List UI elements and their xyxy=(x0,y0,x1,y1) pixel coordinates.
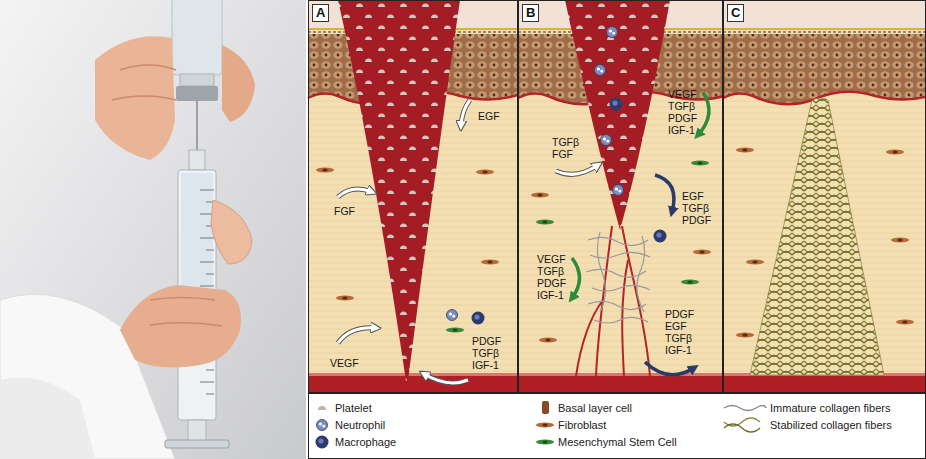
legend-text: Macrophage xyxy=(335,435,396,449)
growth-factor-label: TGFβ FGF xyxy=(552,136,586,160)
fresh-wound-panel-a xyxy=(316,0,499,388)
legend-box xyxy=(309,394,926,459)
growth-factor-label: FGF xyxy=(334,205,355,217)
growth-factor-label: EGF xyxy=(478,110,500,122)
panel-frame: C xyxy=(723,0,926,393)
growth-factor-label: EGF TGFβ PDGF xyxy=(682,190,716,226)
legend-text: Fibroblast xyxy=(558,418,606,432)
remodeling-panel-c xyxy=(736,98,914,375)
inflammation-panel-b xyxy=(531,0,711,376)
legend-text: Neutrophil xyxy=(335,418,385,432)
growth-factor-label: VEGF TGFβ PDGF IGF-1 xyxy=(668,88,702,136)
legend-text: Stabilized collagen fibers xyxy=(770,418,892,432)
legend-text: Platelet xyxy=(335,401,372,415)
panel-letter: B xyxy=(522,4,539,22)
panel-letter: A xyxy=(312,4,329,22)
growth-factor-label: VEGF xyxy=(330,357,359,369)
growth-factor-label: VEGF TGFβ PDGF IGF-1 xyxy=(537,253,571,301)
growth-factor-label: PDGF EGF TGFβ IGF-1 xyxy=(665,308,699,356)
growth-factor-label: PDGF TGFβ IGF-1 xyxy=(472,335,506,371)
panel-letter: C xyxy=(727,4,744,22)
syringe-photo xyxy=(0,0,306,459)
legend-text: Mesenchymal Stem Cell xyxy=(558,435,677,449)
skin-cross-sections xyxy=(308,0,926,393)
panel-frame: A xyxy=(308,0,518,393)
legend-text: Basal layer cell xyxy=(558,401,632,415)
legend-text: Immature collagen fibers xyxy=(770,401,890,415)
